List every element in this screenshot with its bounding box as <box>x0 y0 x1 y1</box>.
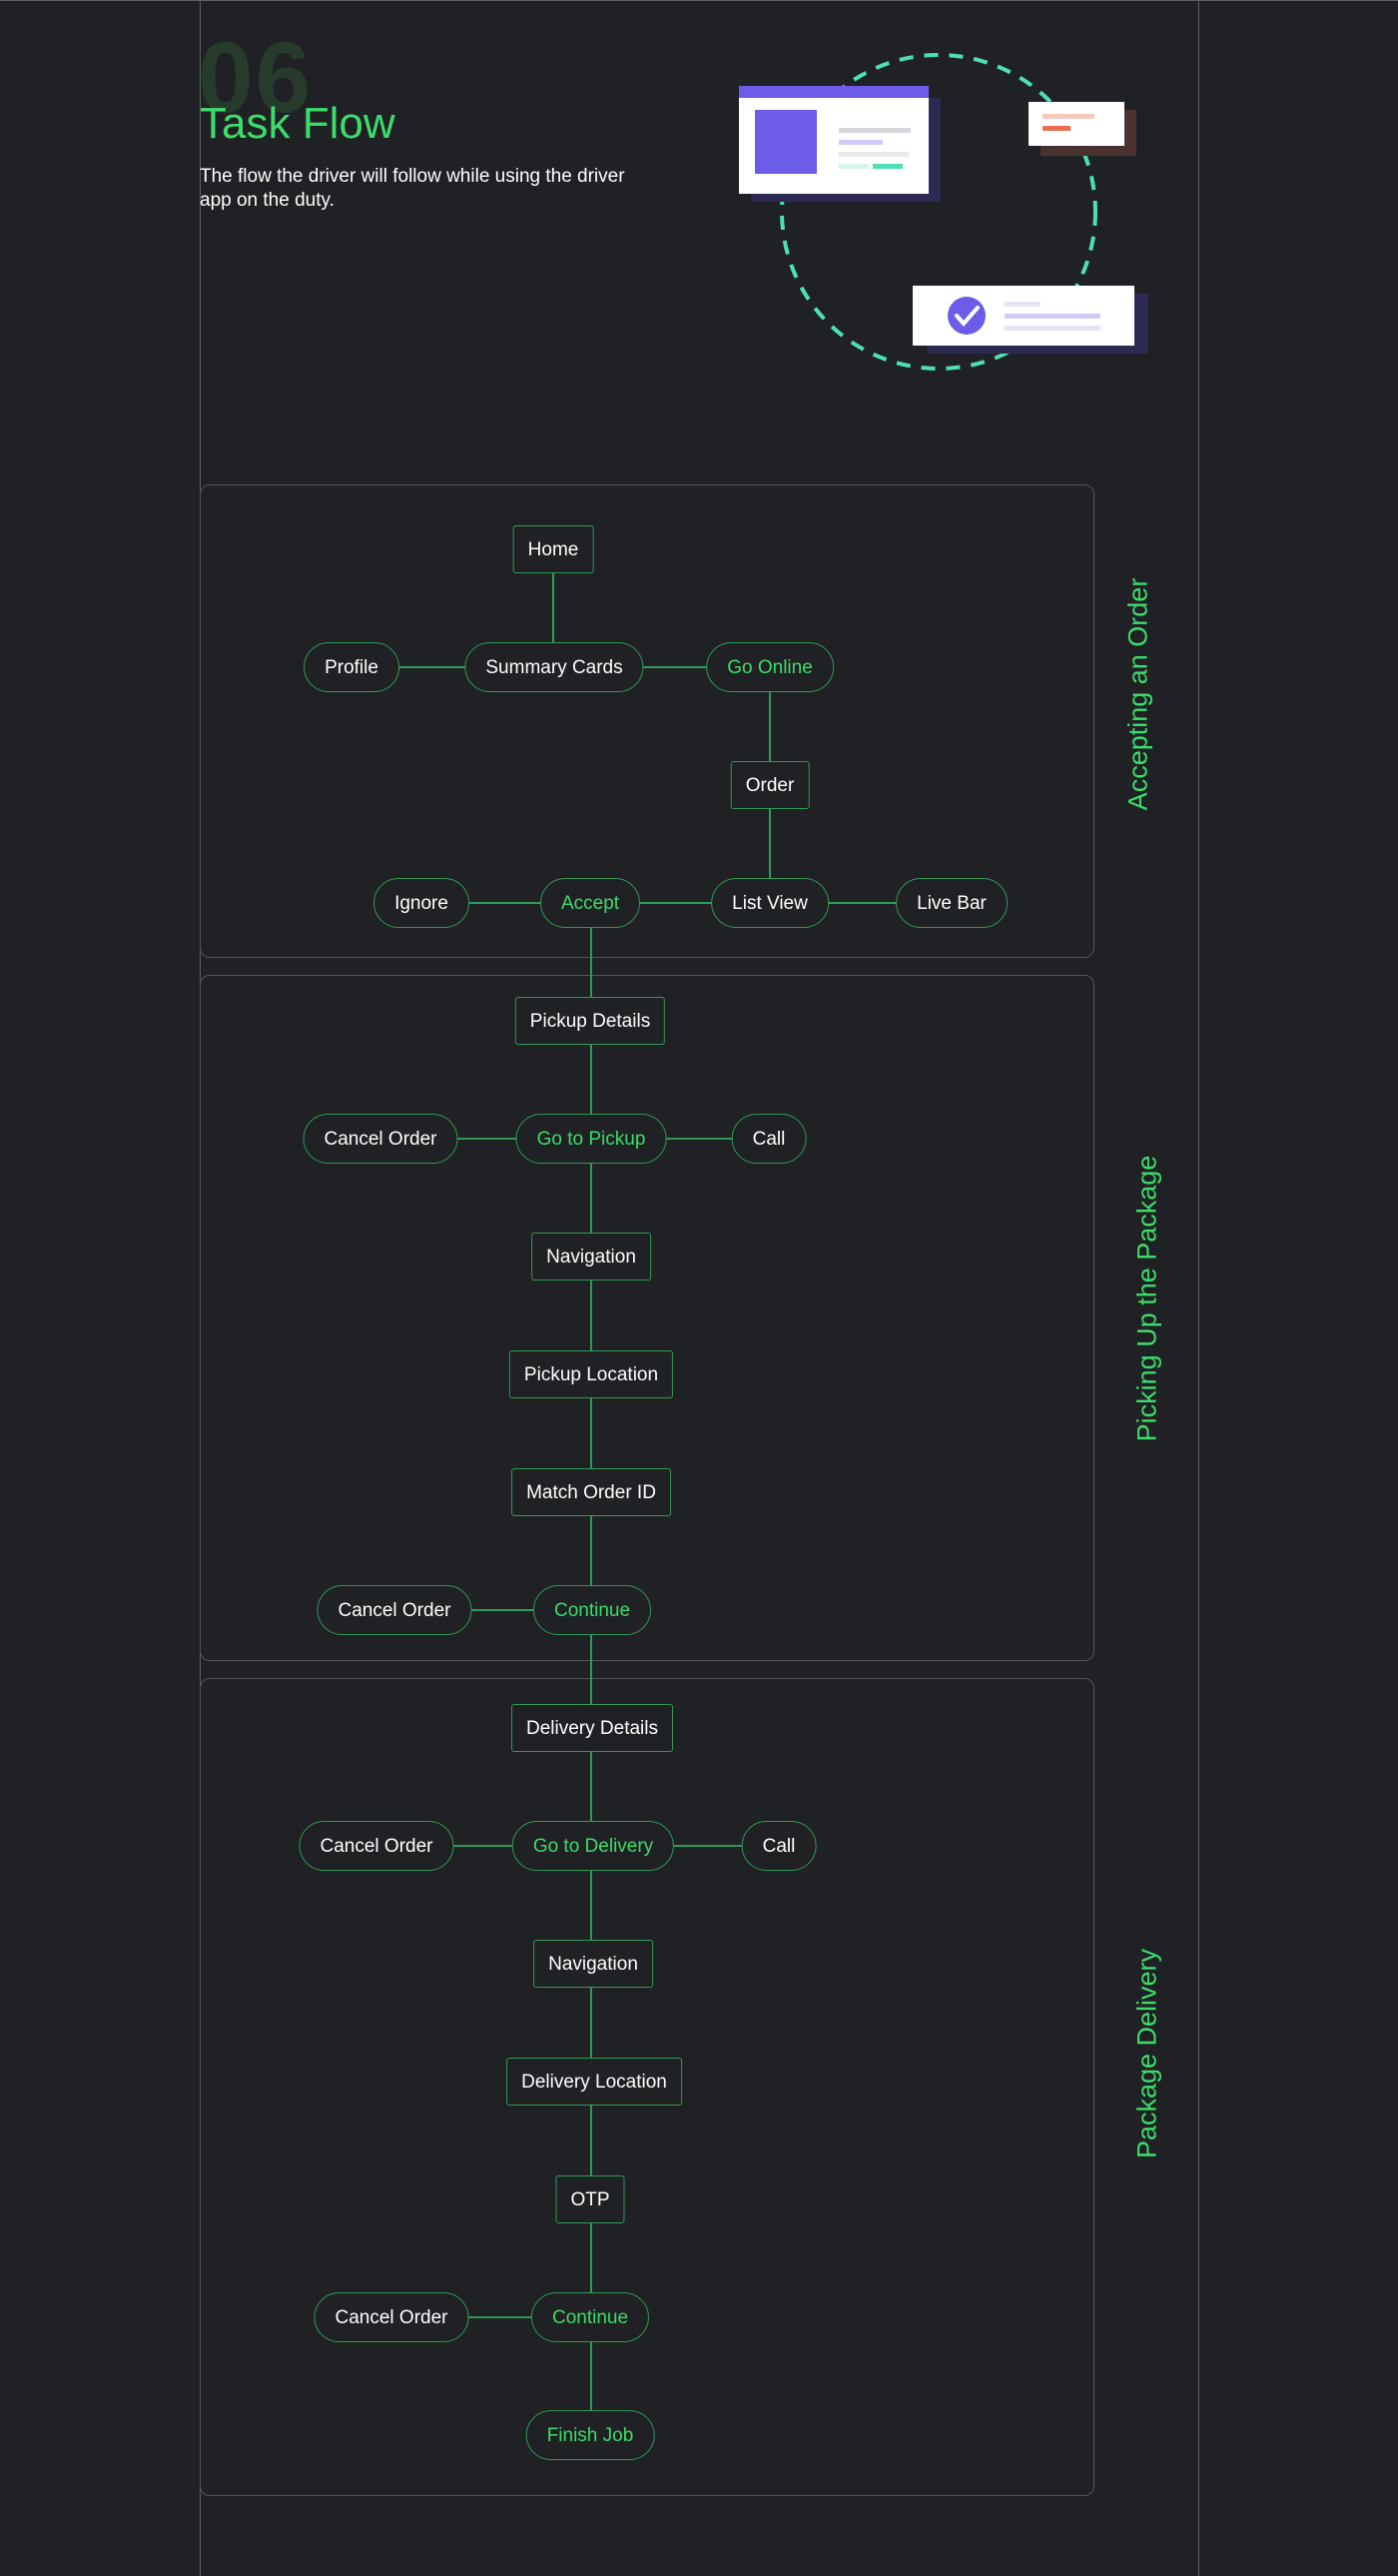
node-cancel-order: Cancel Order <box>314 2292 469 2342</box>
connector <box>552 572 554 644</box>
connector <box>671 1845 743 1847</box>
node-delivery-details: Delivery Details <box>511 1704 673 1752</box>
node-go-online: Go Online <box>706 642 834 692</box>
node-navigation: Navigation <box>531 1233 651 1281</box>
dashed-orbit <box>780 53 1097 371</box>
connector <box>662 1138 734 1140</box>
connector <box>448 1138 520 1140</box>
connector <box>769 691 771 763</box>
profile-card-illustration <box>739 86 941 202</box>
node-summary-cards: Summary Cards <box>464 642 644 692</box>
node-order: Order <box>730 761 810 809</box>
node-otp: OTP <box>555 2175 625 2223</box>
panel-accepting-order <box>200 484 1094 958</box>
connector <box>468 902 540 904</box>
node-match-order-id: Match Order ID <box>511 1468 671 1516</box>
node-call: Call <box>731 1114 807 1164</box>
node-delivery-location: Delivery Location <box>506 2058 682 2106</box>
node-profile: Profile <box>304 642 399 692</box>
node-home: Home <box>512 525 594 573</box>
node-pickup-location: Pickup Location <box>508 1350 674 1398</box>
section-label-package-delivery: Package Delivery <box>1131 1948 1162 2159</box>
connector <box>769 808 771 880</box>
node-cancel-order: Cancel Order <box>303 1114 458 1164</box>
connector <box>829 902 901 904</box>
node-live-bar: Live Bar <box>896 878 1008 928</box>
flow-spine-connector <box>590 927 592 2434</box>
node-cancel-order: Cancel Order <box>299 1821 454 1871</box>
connector <box>397 666 469 668</box>
node-finish-job: Finish Job <box>525 2410 655 2460</box>
section-label-picking-up: Picking Up the Package <box>1131 1155 1162 1442</box>
small-card-illustration <box>1029 102 1136 156</box>
panel-package-delivery <box>200 1678 1094 2496</box>
page-title: Task Flow <box>200 99 395 148</box>
connector <box>443 1845 515 1847</box>
connector <box>464 1609 534 1611</box>
completed-card-illustration <box>913 286 1148 354</box>
right-guide-line <box>1198 0 1199 2576</box>
node-pickup-details: Pickup Details <box>514 997 666 1045</box>
node-continue: Continue <box>530 2292 650 2342</box>
node-go-to-pickup: Go to Pickup <box>515 1114 667 1164</box>
check-circle-icon <box>948 297 986 335</box>
node-navigation: Navigation <box>533 1940 653 1988</box>
connector <box>464 2316 534 2318</box>
node-cancel-order: Cancel Order <box>317 1585 472 1635</box>
node-list-view: List View <box>711 878 829 928</box>
top-border <box>0 0 1398 1</box>
section-label-accepting-order: Accepting an Order <box>1122 577 1153 811</box>
connector <box>640 902 712 904</box>
node-go-to-delivery: Go to Delivery <box>511 1821 675 1871</box>
node-accept: Accept <box>539 878 641 928</box>
connector <box>637 666 709 668</box>
panel-picking-up <box>200 975 1094 1661</box>
section-number: 06 <box>198 22 314 134</box>
node-ignore: Ignore <box>373 878 469 928</box>
task-cards-illustration <box>739 53 1148 371</box>
node-call: Call <box>741 1821 817 1871</box>
node-continue: Continue <box>532 1585 652 1635</box>
page-description: The flow the driver will follow while us… <box>200 166 625 211</box>
